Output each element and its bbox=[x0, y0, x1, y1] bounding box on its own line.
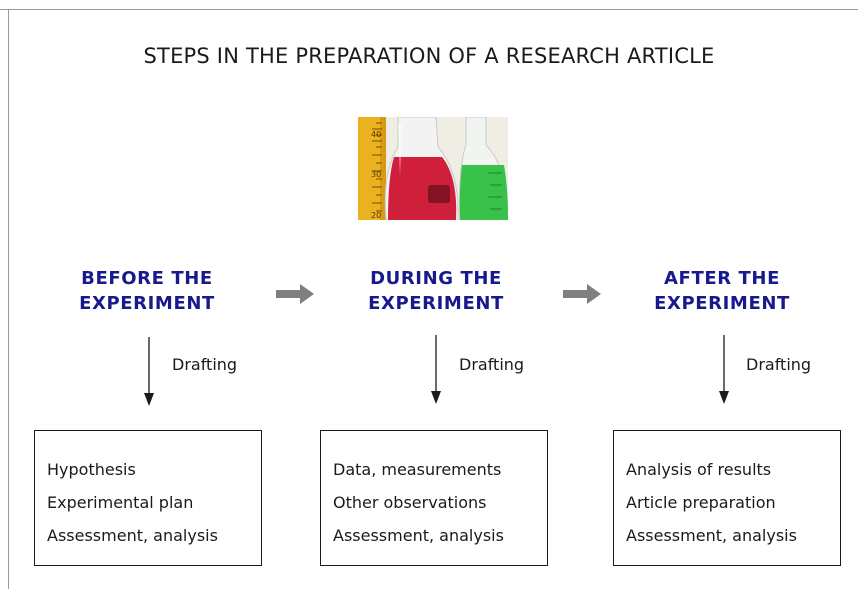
frame-left-border bbox=[8, 9, 9, 589]
drafting-down-arrow-icon bbox=[719, 335, 729, 404]
box-item: Analysis of results bbox=[626, 460, 772, 479]
box-item: Assessment, analysis bbox=[626, 526, 797, 545]
drafting-label: Drafting bbox=[459, 355, 525, 374]
scale-mark-40: 40 bbox=[371, 130, 381, 139]
drafting-label: Drafting bbox=[746, 355, 812, 374]
stage-connector-arrow-icon bbox=[276, 284, 314, 304]
box-item: Hypothesis bbox=[47, 460, 136, 479]
stage-heading-line: EXPERIMENT bbox=[368, 293, 504, 314]
drafting-label: Drafting bbox=[172, 355, 238, 374]
stage-heading-during: DURING THE EXPERIMENT bbox=[321, 266, 551, 316]
drafting-down-arrow-icon bbox=[144, 337, 154, 406]
stage-box-before: Hypothesis Experimental plan Assessment,… bbox=[34, 430, 262, 566]
scale-mark-30: 30 bbox=[371, 170, 381, 179]
laboratory-flasks-photo: 40 30 20 bbox=[358, 117, 508, 220]
stage-heading-line: DURING THE bbox=[370, 268, 502, 289]
stage-box-during: Data, measurements Other observations As… bbox=[320, 430, 548, 566]
stage-heading-line: BEFORE THE bbox=[81, 268, 213, 289]
box-item: Experimental plan bbox=[47, 493, 194, 512]
box-item: Article preparation bbox=[626, 493, 776, 512]
frame-top-border bbox=[0, 9, 858, 10]
scale-mark-20: 20 bbox=[371, 211, 381, 220]
stage-box-after: Analysis of results Article preparation … bbox=[613, 430, 841, 566]
stage-connector-arrow-icon bbox=[563, 284, 601, 304]
stage-heading-line: EXPERIMENT bbox=[79, 293, 215, 314]
box-item: Assessment, analysis bbox=[333, 526, 504, 545]
stage-heading-before: BEFORE THE EXPERIMENT bbox=[32, 266, 262, 316]
drafting-down-arrow-icon bbox=[431, 335, 441, 404]
diagram-title: STEPS IN THE PREPARATION OF A RESEARCH A… bbox=[143, 44, 715, 68]
box-item: Data, measurements bbox=[333, 460, 502, 479]
stage-heading-after: AFTER THE EXPERIMENT bbox=[607, 266, 837, 316]
stage-heading-line: AFTER THE bbox=[664, 268, 780, 289]
box-item: Assessment, analysis bbox=[47, 526, 218, 545]
box-item: Other observations bbox=[333, 493, 487, 512]
stage-heading-line: EXPERIMENT bbox=[654, 293, 790, 314]
